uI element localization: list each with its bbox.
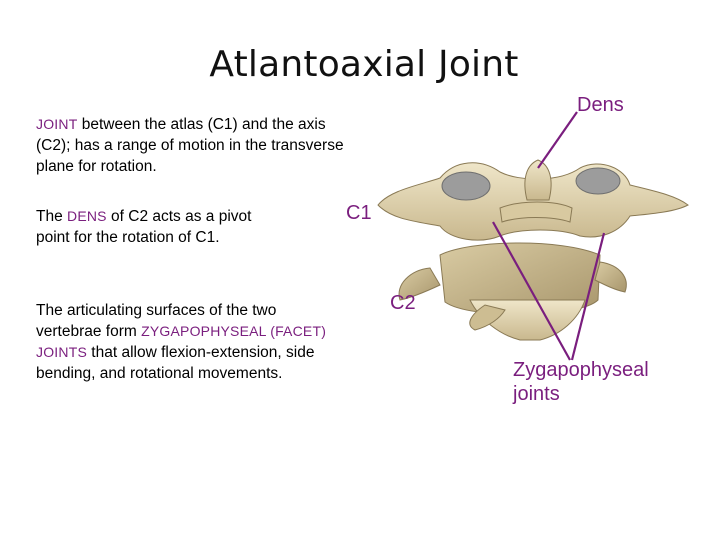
paragraph-joint-text: between the atlas (C1) and the axis (C2)… — [36, 116, 344, 175]
label-zyg-line1: Zygapophyseal — [513, 359, 649, 381]
label-c1: C1 — [346, 202, 372, 224]
label-zygapophyseal-joints: Zygapophyseal joints — [513, 358, 649, 406]
paragraph-dens-text: of C2 acts as a pivot point for the rota… — [36, 208, 252, 246]
c2-axis-vertebra — [398, 242, 627, 341]
c1-atlas-vertebra — [377, 162, 689, 241]
dens-process — [524, 159, 552, 201]
paragraph-dens: The DENS of C2 acts as a pivot point for… — [36, 206, 286, 248]
paragraph-dens-lead: The — [36, 208, 68, 225]
paragraph-facets-text: that allow flexion-extension, side bendi… — [36, 344, 315, 382]
label-dens: Dens — [577, 94, 624, 116]
leader-lines — [492, 111, 606, 361]
paragraph-joint: JOINT between the atlas (C1) and the axi… — [36, 114, 356, 177]
label-c2: C2 — [390, 292, 416, 314]
term-joint: JOINT — [36, 116, 78, 132]
paragraph-facets-lead: The articulating surfaces of the two ver… — [36, 302, 277, 340]
dens-leader — [537, 111, 578, 169]
term-zygapophyseal: ZYGAPOPHYSEAL (FACET) JOINTS — [36, 323, 327, 360]
paragraph-facets: The articulating surfaces of the two ver… — [36, 300, 336, 384]
zygapophyseal-leader-right — [570, 232, 606, 361]
term-dens: DENS — [67, 208, 107, 224]
label-zyg-line2: joints — [513, 383, 560, 405]
slide-title: Atlantoaxial Joint — [209, 44, 519, 85]
zygapophyseal-leader-left — [492, 221, 571, 361]
